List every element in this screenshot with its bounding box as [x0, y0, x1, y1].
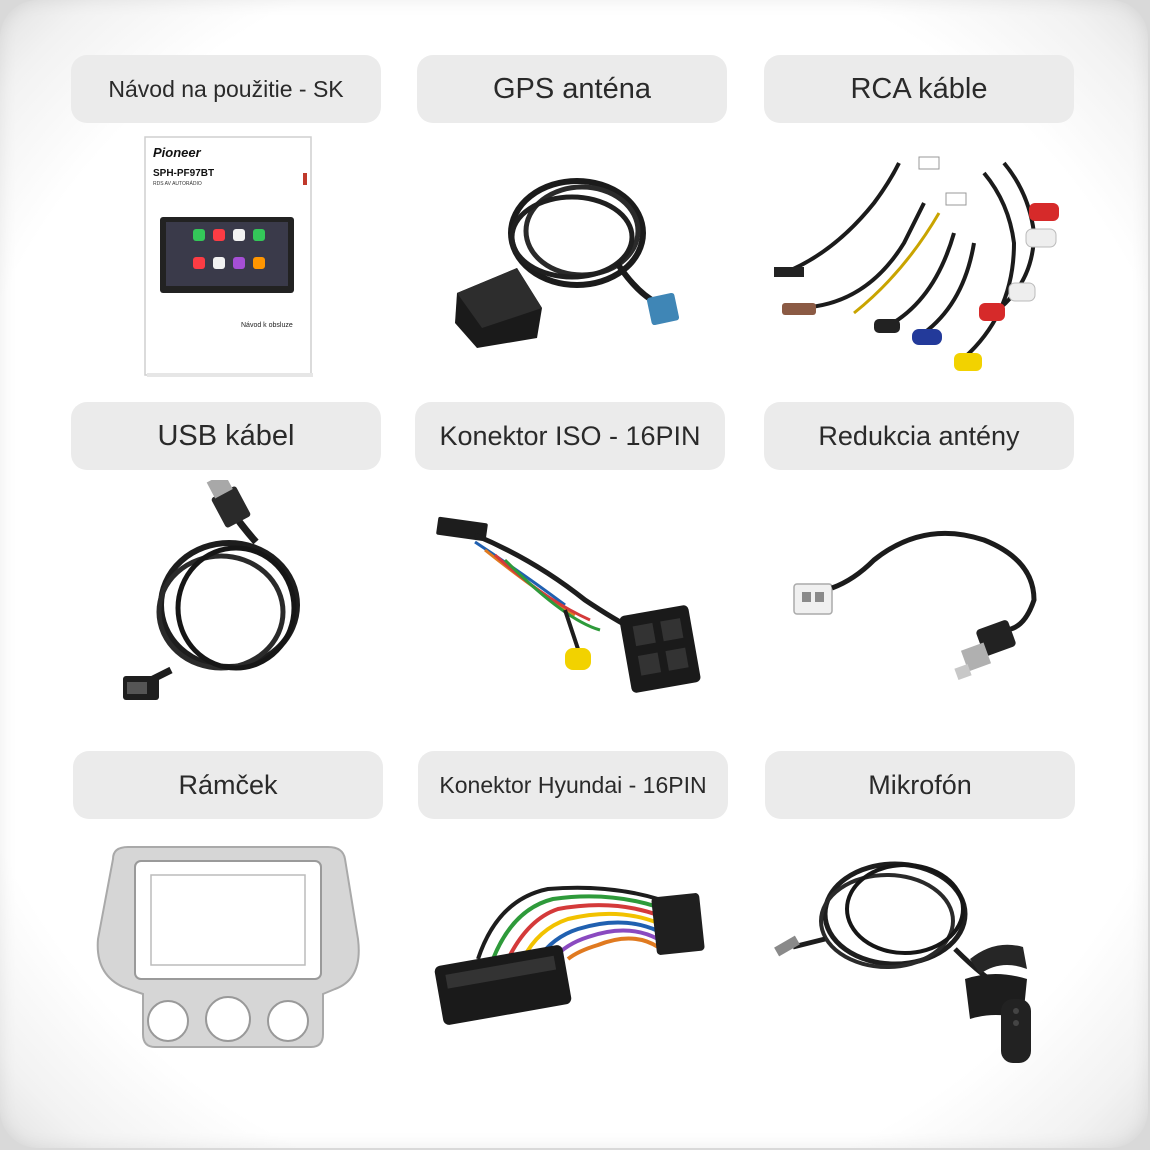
rca-cables-icon: [764, 133, 1074, 383]
usb-cable-icon: [71, 480, 381, 730]
manual-subtitle: RDS AV AUTORÁDIO: [153, 180, 202, 187]
iso-connector-icon: [415, 480, 725, 730]
item-hyundai: Konektor Hyundai - 16PIN: [418, 751, 728, 1025]
item-antenna-adapter: Redukcia antény: [764, 402, 1074, 681]
microphone-icon: [765, 829, 1075, 1079]
manual-booklet-icon: Pioneer SPH-PF97BT RDS AV AUTORÁDIO Návo…: [71, 133, 381, 383]
gps-antenna-icon: [417, 133, 727, 383]
dash-frame-icon: [73, 829, 383, 1079]
item-label: Rámček: [73, 751, 383, 819]
item-mic: Mikrofón: [765, 751, 1075, 1063]
item-label: Konektor Hyundai - 16PIN: [418, 751, 728, 819]
item-rca: RCA káble: [764, 55, 1074, 371]
item-label: GPS anténa: [417, 55, 727, 123]
item-iso: Konektor ISO - 16PIN: [415, 402, 725, 693]
hyundai-connector-icon: [418, 829, 728, 1079]
item-label: Mikrofón: [765, 751, 1075, 819]
item-label: Redukcia antény: [764, 402, 1074, 470]
item-label: Konektor ISO - 16PIN: [415, 402, 725, 470]
manual-model: SPH-PF97BT: [153, 168, 214, 179]
item-label: Návod na použitie - SK: [71, 55, 381, 123]
item-usb: USB kábel: [71, 402, 381, 700]
manual-brand: Pioneer: [153, 145, 202, 160]
item-frame: Rámček: [73, 751, 383, 1048]
item-label: USB kábel: [71, 402, 381, 470]
antenna-adapter-icon: [764, 480, 1074, 730]
item-manual: Návod na použitie - SK Pioneer SPH-PF97B…: [71, 55, 381, 377]
item-label: RCA káble: [764, 55, 1074, 123]
manual-footer: Návod k obsluze: [241, 322, 293, 329]
item-gps: GPS anténa: [417, 55, 727, 348]
